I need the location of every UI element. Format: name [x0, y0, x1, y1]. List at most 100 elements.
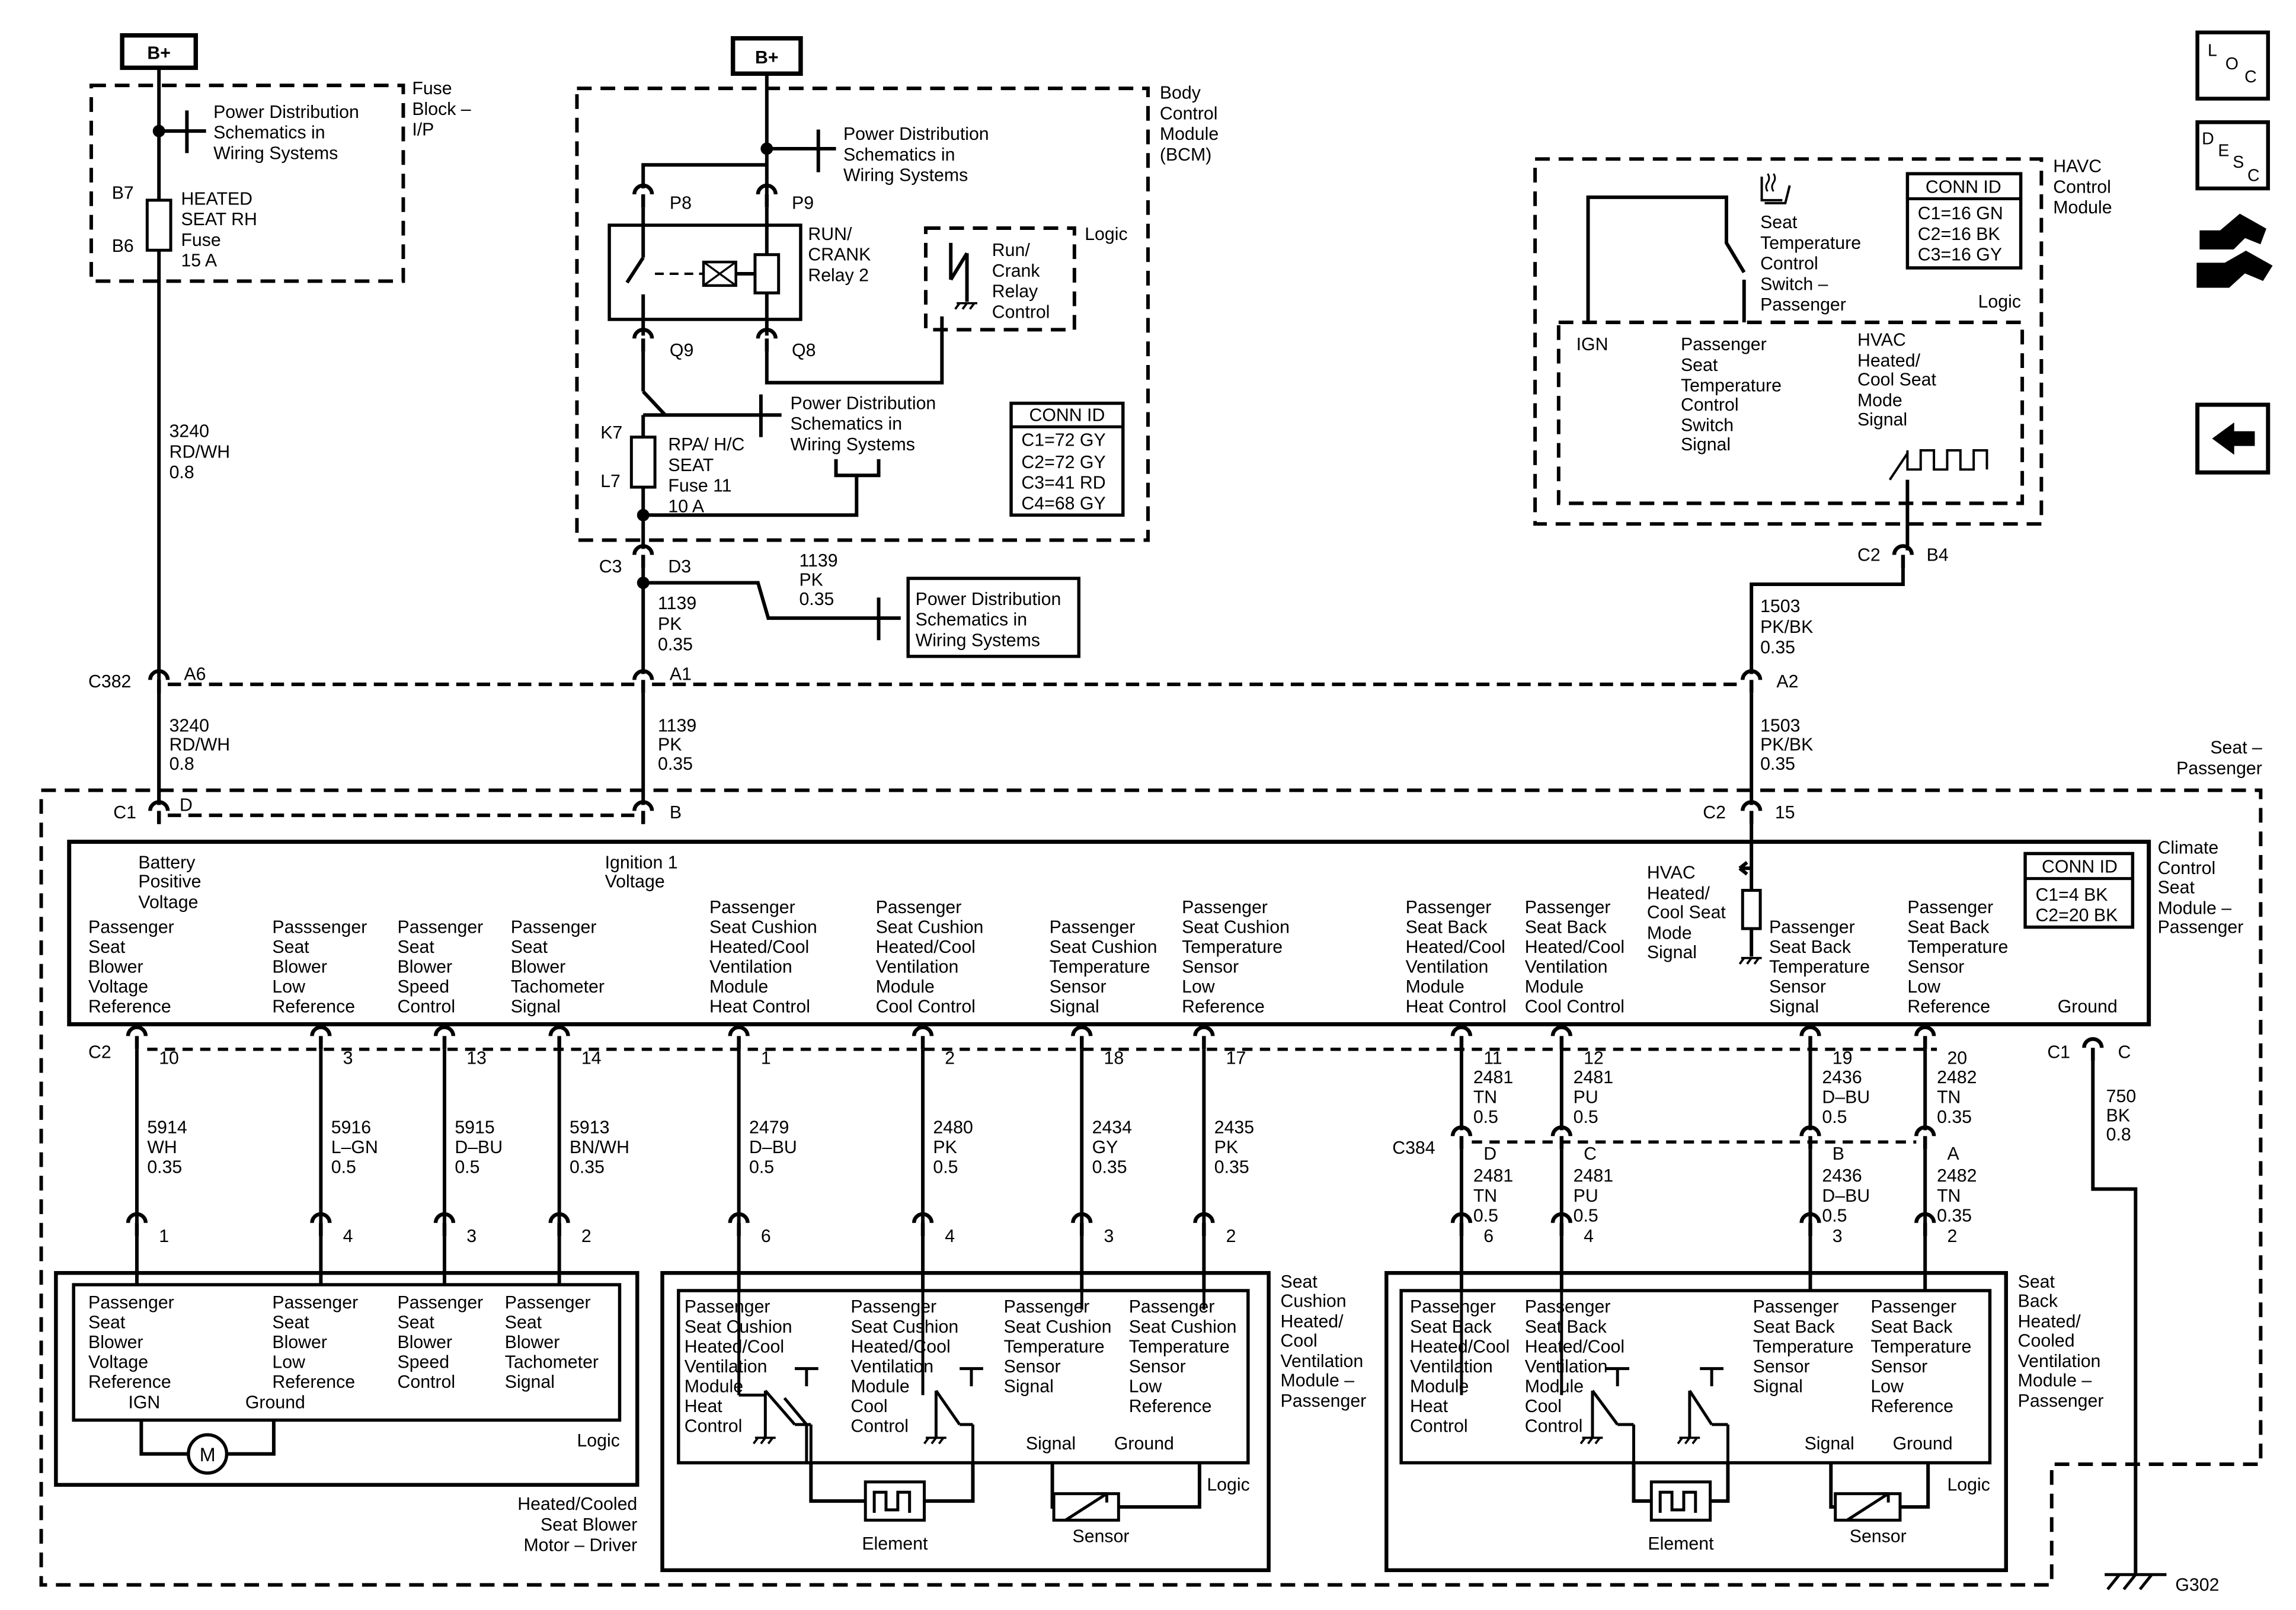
svg-text:0.35: 0.35 — [1760, 638, 1795, 658]
svg-text:Relay: Relay — [992, 282, 1038, 302]
connector-c2-b4 — [1894, 546, 1912, 568]
svg-text:Module –: Module – — [2158, 898, 2232, 918]
svg-text:S: S — [2233, 153, 2244, 172]
wire-spec-2-line: D–BU — [455, 1138, 503, 1157]
wire-spec-0-line: WH — [147, 1138, 177, 1157]
wire-spec-lower-11-line: 0.35 — [1937, 1206, 1972, 1225]
back-labels-1-line: Passenger — [1525, 1297, 1611, 1317]
svg-text:Seat: Seat — [1760, 213, 1798, 232]
svg-text:Battery: Battery — [138, 853, 196, 872]
svg-text:I/P: I/P — [412, 120, 434, 140]
connector-c2-pin-14 — [551, 1027, 568, 1049]
svg-text:Block –: Block – — [412, 100, 471, 119]
climate-pin-label-2-line: Passenger — [398, 918, 484, 937]
climate-pin-label-11-line: Passenger — [1907, 898, 1993, 917]
climate-pin-label-5-line: Module — [876, 977, 935, 997]
wire-spec-6-line: GY — [1092, 1138, 1118, 1157]
seat-heater-icon — [1760, 173, 1791, 204]
climate-pin-label-1-line: Seat — [272, 937, 309, 957]
svg-text:Cool Seat: Cool Seat — [1647, 903, 1726, 923]
back-logic-box — [1399, 1289, 1992, 1465]
climate-pin-label-4-line: Heat Control — [709, 997, 810, 1017]
wire-spec-8-line: TN — [1473, 1087, 1497, 1107]
climate-pin-label-4-line: Passenger — [709, 898, 795, 917]
svg-text:Module –: Module – — [2018, 1371, 2092, 1390]
connector-c382-a1 — [634, 671, 652, 693]
module-pin-label: 2 — [581, 1227, 591, 1246]
climate-pin-label-3-line: Signal — [511, 997, 561, 1017]
ground-icon — [753, 1438, 775, 1443]
motor-pin-label-0-line: Reference — [88, 1372, 171, 1392]
climate-pin-label-6-line: Seat Cushion — [1050, 937, 1157, 957]
svg-text:RD/WH: RD/WH — [170, 735, 231, 755]
motor-pin-label-2-line: Passenger — [398, 1293, 484, 1313]
svg-text:C2=72 GY: C2=72 GY — [1021, 453, 1105, 472]
svg-text:Wiring Systems: Wiring Systems — [916, 630, 1040, 650]
wire-spec-11-line: TN — [1937, 1087, 1961, 1107]
svg-text:Relay 2: Relay 2 — [808, 265, 869, 285]
back-labels-3-line: Temperature — [1870, 1337, 1971, 1356]
back-labels-1-line: Seat Back — [1525, 1317, 1607, 1337]
climate-pin-label-4-line: Heated/Cool — [709, 937, 809, 957]
wire-spec-11-line: 0.35 — [1937, 1108, 1972, 1127]
motor-pin-label-1-line: Blower — [272, 1333, 327, 1352]
motor-pin-label-2-line: Blower — [398, 1333, 453, 1352]
back-arrow-icon[interactable] — [2195, 402, 2271, 475]
module-pin-label: 2 — [1947, 1227, 1957, 1246]
svg-text:RUN/: RUN/ — [808, 225, 852, 244]
back-ground-label: Ground — [1893, 1434, 1953, 1454]
wire-spec-4-line: D–BU — [749, 1138, 797, 1157]
climate-pin-label-1-line: Passsenger — [272, 918, 367, 937]
connector-c1-b — [634, 802, 652, 824]
desc-icon[interactable]: D E S C — [2195, 120, 2271, 191]
back-labels-2-line: Passenger — [1753, 1297, 1839, 1317]
svg-text:1139: 1139 — [658, 594, 696, 613]
wire-spec-11-line: 2482 — [1937, 1068, 1977, 1087]
back-labels-2-line: Sensor — [1753, 1357, 1810, 1377]
svg-text:Power Distribution: Power Distribution — [843, 124, 989, 144]
connector-icon[interactable] — [2196, 213, 2273, 288]
pin-b4: B4 — [1927, 545, 1949, 565]
loc-icon[interactable]: L O C — [2195, 30, 2271, 101]
pin-l7: L7 — [600, 472, 621, 491]
logic-box — [924, 226, 1076, 332]
cushion-labels-1-line: Ventilation — [850, 1357, 933, 1377]
climate-pin-label-2-line: Speed — [398, 977, 450, 997]
climate-pin-label-11-line: Temperature — [1907, 937, 2008, 957]
back-labels-1-line: Cool — [1525, 1397, 1562, 1416]
svg-text:Positive: Positive — [138, 872, 201, 892]
wire-spec-6-line: 0.35 — [1092, 1157, 1127, 1177]
motor-pin-label-3-line: Tachometer — [505, 1352, 599, 1372]
conn-c2-bottom: C2 — [88, 1043, 111, 1062]
svg-text:(BCM): (BCM) — [1160, 145, 1211, 165]
svg-text:C3=16 GY: C3=16 GY — [1918, 245, 2002, 265]
cushion-heat-switch — [737, 1291, 818, 1463]
module-pin-label: 6 — [761, 1227, 771, 1246]
climate-pin-label-1-line: Reference — [272, 997, 355, 1017]
wire-spec-lower-8-line: TN — [1473, 1186, 1497, 1206]
climate-pin-label-7-line: Sensor — [1182, 958, 1239, 977]
wire-spec-9-line: 2481 — [1574, 1068, 1613, 1087]
c2-pin-label: 18 — [1104, 1049, 1124, 1068]
motor-pin-label-0-line: Voltage — [88, 1352, 148, 1372]
svg-text:Heated/Cooled: Heated/Cooled — [517, 1494, 637, 1514]
hvac-conn-id-box — [1905, 172, 2023, 270]
svg-text:Schematics in: Schematics in — [791, 414, 903, 434]
svg-text:Schematics in: Schematics in — [843, 145, 955, 165]
